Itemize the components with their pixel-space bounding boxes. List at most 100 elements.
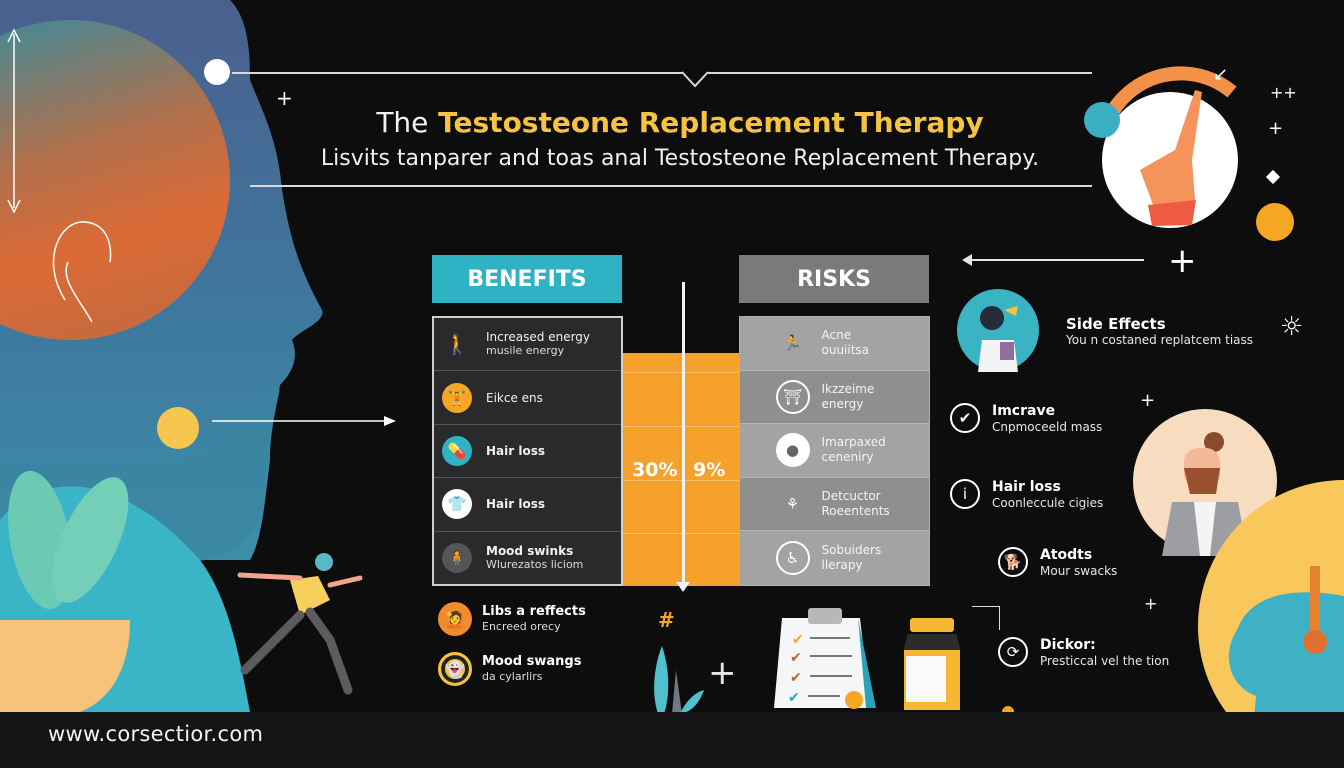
- risk-title: Ikzzeime: [821, 381, 875, 396]
- arrow-left-head-icon: [962, 254, 972, 266]
- bar-gridline: [623, 372, 739, 373]
- runner-figure: [237, 553, 363, 695]
- plus-icon: +: [708, 653, 737, 693]
- walking-person-icon: 🚶: [444, 332, 470, 357]
- header-bottom-rule: [250, 185, 1092, 187]
- dog-icon: 🐕: [998, 547, 1028, 577]
- header-notch-icon: [681, 71, 709, 88]
- therapy-icon: ♿: [775, 541, 810, 576]
- bar-gridline: [623, 480, 739, 481]
- mood-icon: 🧍: [442, 543, 472, 574]
- head-silhouette-illustration: [0, 0, 396, 712]
- plus-icon: +: [1168, 241, 1197, 281]
- right-item-title: Side Effects: [1066, 315, 1166, 333]
- right-item-sub: Mour swacks: [1040, 564, 1118, 578]
- bar-gridline: [623, 426, 739, 427]
- right-item-sub: Coonleccule cigies: [992, 496, 1104, 510]
- plus-icon: +: [1144, 594, 1158, 613]
- benefit-title: Hair loss: [486, 443, 545, 458]
- right-item-dickor: ⟳ Dickor:Presticcal vel the tion: [998, 636, 1169, 668]
- check-icon: ✔: [950, 403, 980, 433]
- pill-bottle-icon: [904, 618, 960, 710]
- lower-item-sub: Encreed orecy: [482, 620, 561, 633]
- cycle-icon: ⟳: [998, 637, 1028, 667]
- plus-icon: +: [1140, 390, 1156, 411]
- lower-item-title: Libs a reffects: [482, 604, 586, 619]
- ghost-icon: 👻: [438, 652, 472, 686]
- svg-text:✔: ✔: [792, 632, 804, 648]
- risk-sub: ceneniry: [821, 450, 874, 465]
- header-top-rule-right: [708, 72, 1092, 74]
- info-icon: i: [950, 479, 980, 509]
- weightlifter-icon: 🏋: [442, 382, 472, 413]
- risk-title: Imarpaxed: [821, 435, 886, 450]
- benefit-title: Mood swinks: [486, 544, 574, 559]
- benefit-row: 🏋 Eikce ens: [434, 371, 621, 425]
- athlete-circle-illustration: + ++ ↙: [1084, 64, 1297, 241]
- risk-sub: Roeentents: [821, 504, 890, 519]
- checklist-clipboard-icon: ✔ ✔ ✔ ✔: [774, 608, 876, 709]
- right-item-sub: Presticcal vel the tion: [1040, 654, 1170, 668]
- page-title: The Testosteone Replacement Therapy: [250, 106, 1110, 139]
- elbow-connector: [972, 606, 1000, 630]
- header-top-rule: [232, 72, 682, 74]
- risk-sub: llerapy: [821, 558, 863, 573]
- benefit-row: 💊 Hair loss: [434, 425, 621, 479]
- plant-icon: ⚘: [785, 495, 800, 514]
- right-item-title: Hair loss: [992, 479, 1061, 495]
- liver-icon: ●: [775, 433, 810, 468]
- benefit-title: Hair loss: [486, 497, 545, 512]
- risk-title: Acne: [821, 328, 852, 343]
- person-icon: 👕: [442, 489, 472, 520]
- risk-title: Sobuiders: [821, 543, 882, 558]
- benefits-header: BENEFITS: [432, 255, 622, 303]
- title-highlight: Testosteone Replacement Therapy: [438, 106, 984, 139]
- right-item-sub: Cnpmoceeld mass: [992, 420, 1103, 434]
- desk-icon: ⛩: [775, 379, 810, 414]
- capsule-icon: 💊: [442, 435, 472, 466]
- benefit-row: 👕 Hair loss: [434, 478, 621, 532]
- benefits-percentage: 30%: [632, 459, 678, 481]
- hash-icon: #: [658, 608, 675, 632]
- benefit-title: Eikce ens: [486, 390, 543, 405]
- sun-icon: ☼: [1280, 312, 1304, 342]
- right-item-title: Dickor:: [1040, 637, 1096, 653]
- title-prefix: The: [376, 106, 429, 139]
- svg-text:✔: ✔: [790, 650, 802, 666]
- face-icon: 🙋: [438, 602, 472, 636]
- svg-text:↙: ↙: [1213, 64, 1228, 85]
- svg-text:✔: ✔: [788, 690, 800, 706]
- arrow-left-connector: [964, 259, 1144, 261]
- benefit-sub: Wlurezatos liciom: [486, 558, 584, 572]
- bar-gridline: [623, 533, 739, 534]
- risks-header: RISKS: [739, 255, 929, 303]
- lower-item-title: Mood swangs: [482, 654, 582, 669]
- risk-title: Detcuctor: [821, 489, 881, 504]
- svg-text:✔: ✔: [790, 670, 802, 686]
- footer-url-link[interactable]: www.corsectior.com: [48, 722, 264, 746]
- side-effects-item: Side Effects You n costaned replatcem ti…: [1066, 315, 1253, 347]
- comparison-bar: [623, 353, 739, 586]
- leaves-illustration: [654, 646, 704, 714]
- svg-text:+: +: [1268, 118, 1283, 139]
- risk-sub: ouuiitsa: [821, 343, 870, 358]
- bearded-man-avatar: [1133, 409, 1277, 556]
- divider-arrow-line: [682, 282, 685, 584]
- woman-avatar-icon: [957, 289, 1039, 372]
- right-item-sub: You n costaned replatcem tiass: [1066, 333, 1254, 347]
- arrow-down-icon: [676, 582, 690, 592]
- risk-sub: energy: [821, 396, 864, 411]
- footer-bar: [0, 712, 1344, 768]
